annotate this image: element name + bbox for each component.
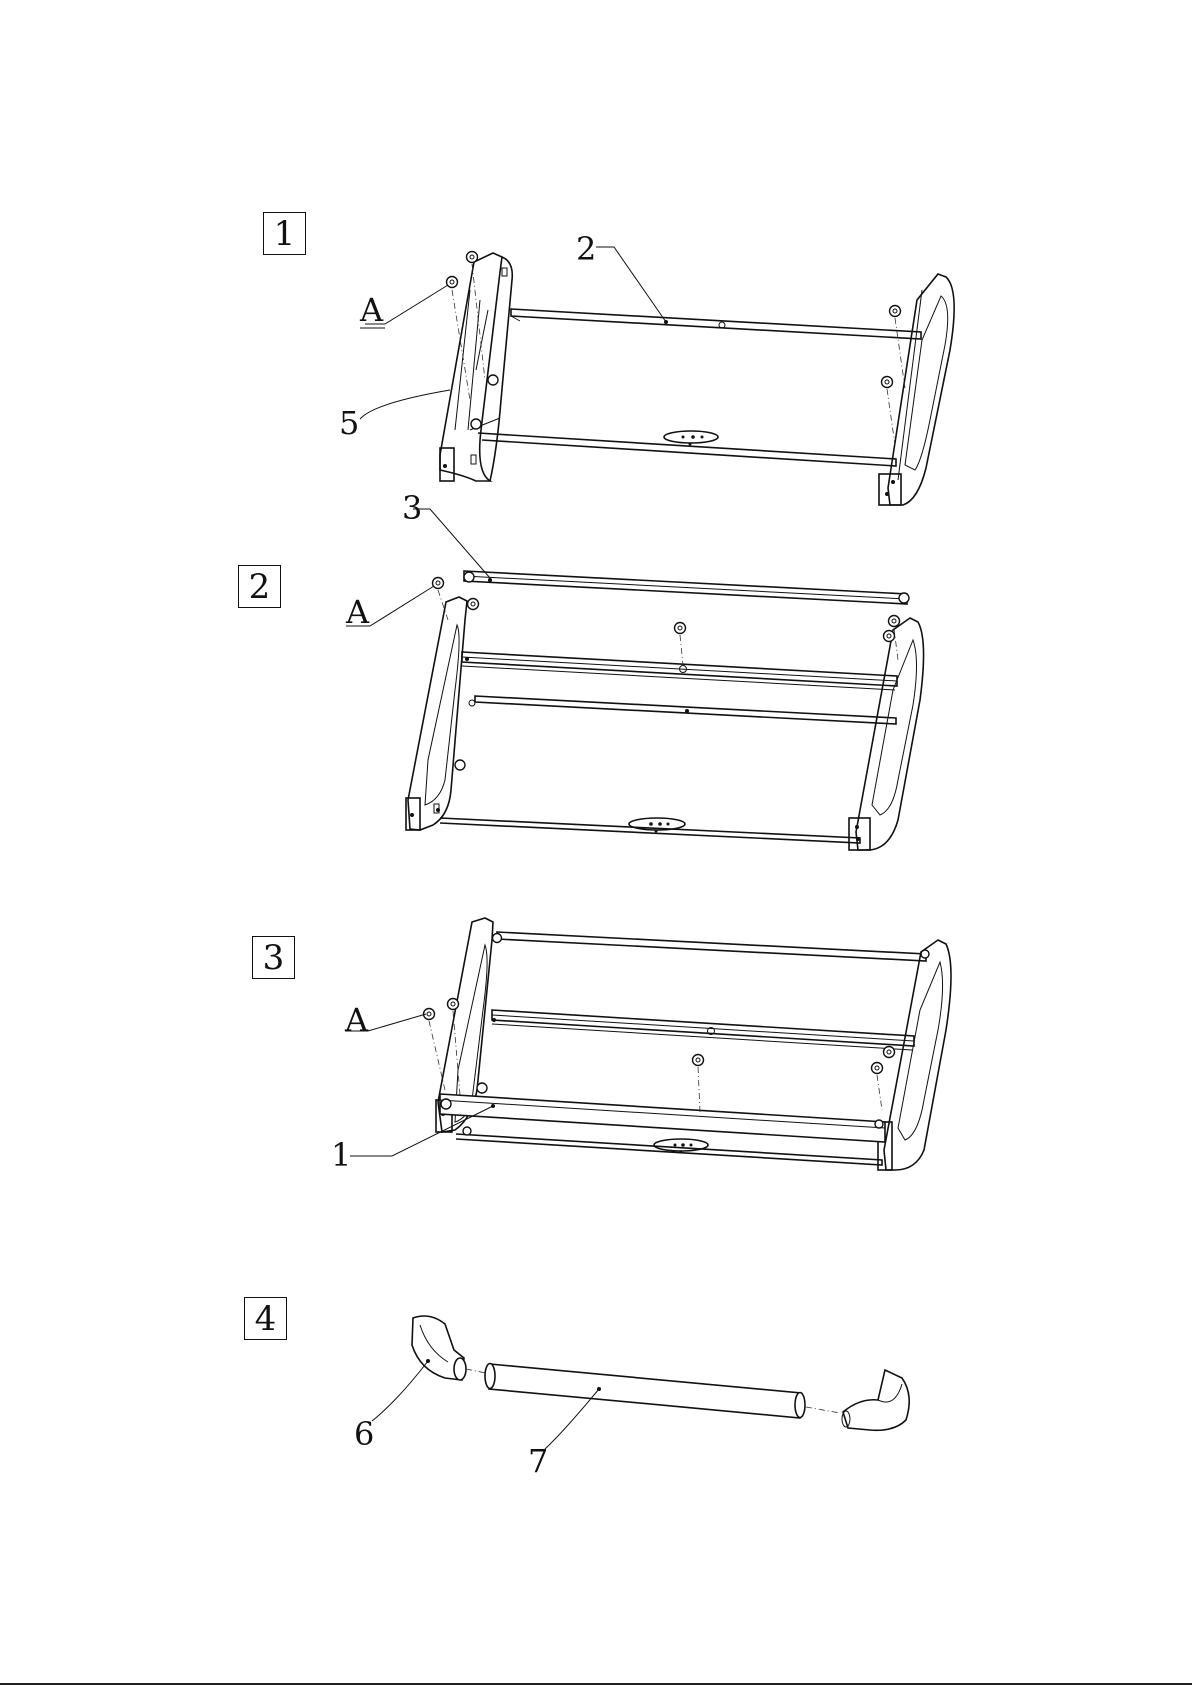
step-3-bolts — [424, 999, 895, 1094]
step-2-lower-rail — [475, 696, 896, 724]
step-1-back-rail — [511, 309, 921, 339]
step-2-top-rail — [464, 571, 909, 604]
step-1-drawing — [360, 247, 954, 505]
step-2-front-rail — [440, 818, 860, 843]
step-4-right-end-cap — [842, 1370, 909, 1430]
step-4-tube — [485, 1364, 805, 1419]
step-2-drawing — [346, 509, 924, 850]
step-2-left-side-panel — [406, 597, 467, 830]
step-1-bolts — [447, 252, 901, 430]
step-1-front-rail — [470, 418, 896, 466]
step-2-right-side-panel — [849, 618, 924, 850]
step-3-back-rail — [493, 932, 930, 961]
step-3-front-rail — [440, 1094, 885, 1165]
step-3-drawing — [345, 918, 951, 1170]
step-4-drawing — [372, 1316, 909, 1449]
step-3-middle-rail — [492, 1010, 914, 1050]
step-2-middle-rail — [462, 652, 897, 690]
